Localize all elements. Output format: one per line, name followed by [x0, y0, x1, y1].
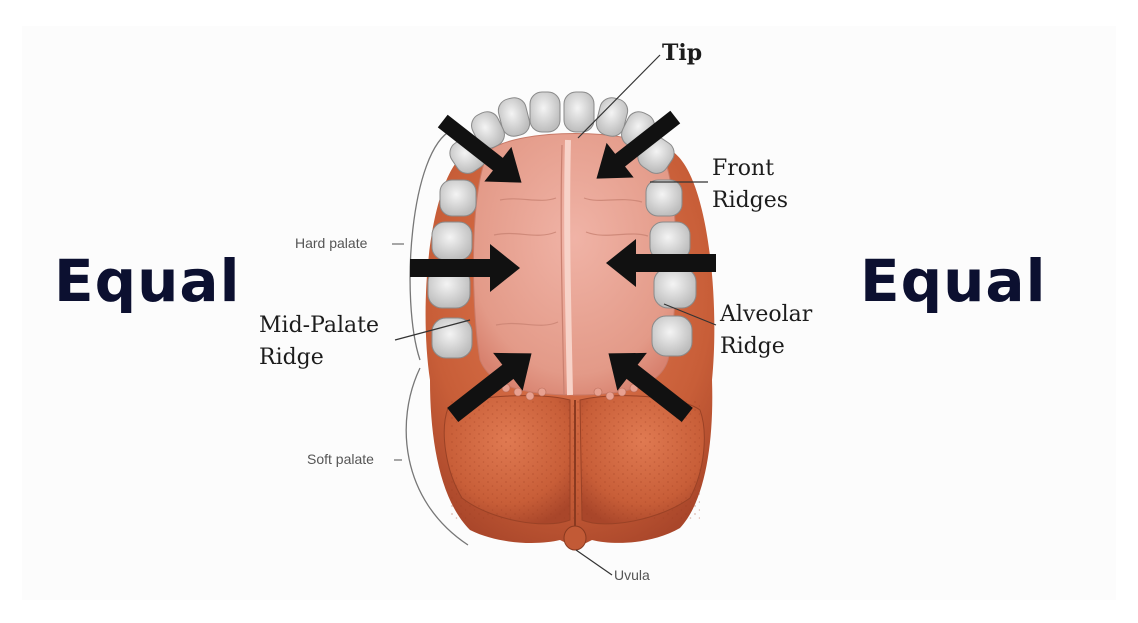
arrow-bottom-right	[608, 352, 693, 423]
label-uvula: Uvula	[614, 567, 650, 583]
label-mid-palate-ridge: Mid-Palate Ridge	[259, 313, 380, 370]
hard-palate-bracket	[392, 129, 453, 361]
arrow-group	[410, 110, 716, 423]
arrow-mid-right	[606, 239, 716, 287]
arrow-top-left	[437, 114, 522, 183]
uvula	[563, 525, 587, 551]
palatal-rugae	[493, 197, 649, 326]
equal-heading-left: Equal	[54, 247, 241, 315]
soft-palate-bracket	[394, 367, 469, 546]
label-front-ridges: Front Ridges	[712, 156, 789, 213]
upper-teeth	[427, 91, 697, 359]
label-leader-lines	[394, 54, 717, 576]
label-soft-palate: Soft palate	[307, 451, 374, 467]
label-alveolar-ridge: Alveolar Ridge	[720, 302, 813, 359]
arrow-mid-left	[410, 244, 520, 292]
arrow-bottom-left	[447, 352, 532, 423]
label-tip: Tip	[662, 40, 703, 66]
equal-heading-right: Equal	[860, 247, 1047, 315]
soft-palate	[443, 395, 705, 535]
arrow-top-right	[596, 110, 681, 179]
mid-palatine-raphe	[564, 139, 573, 396]
label-hard-palate: Hard palate	[295, 235, 368, 251]
